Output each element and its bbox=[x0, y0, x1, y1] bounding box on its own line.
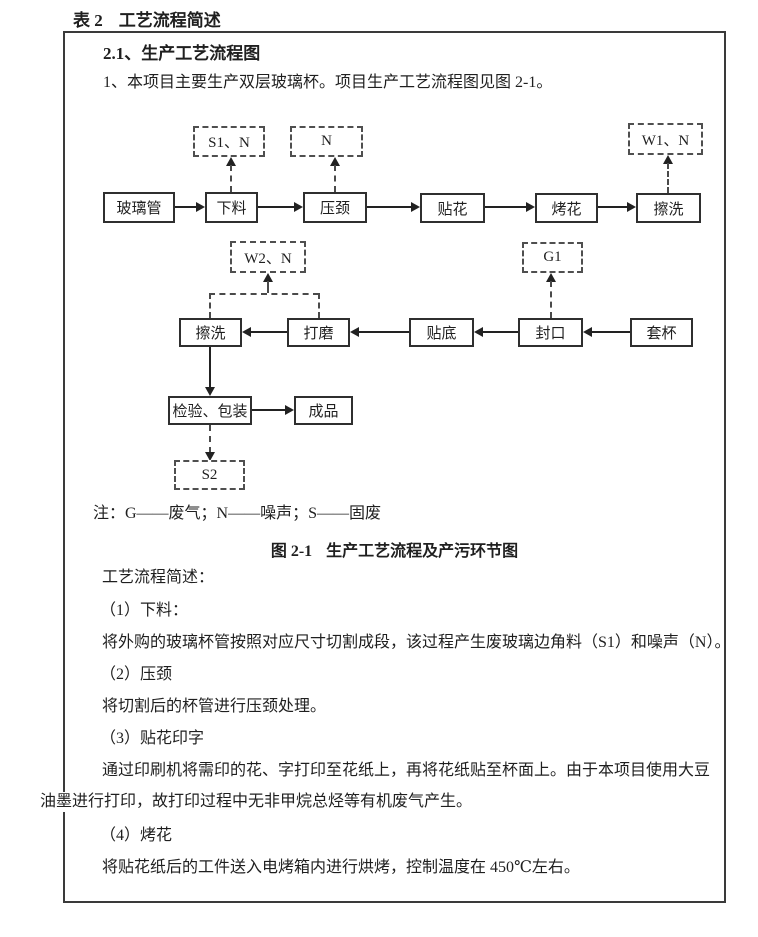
dashed-line bbox=[209, 293, 211, 318]
figure-caption-title: 生产工艺流程及产污环节图 bbox=[326, 543, 519, 560]
arrow-right-icon bbox=[285, 405, 294, 415]
flow-line bbox=[485, 206, 528, 208]
dashed-arrow-up-icon bbox=[546, 273, 556, 282]
flow-output-w2n: W2、N bbox=[230, 241, 306, 273]
flow-output-s1n: S1、N bbox=[193, 126, 265, 157]
flow-line bbox=[483, 331, 518, 333]
arrow-left-icon bbox=[474, 327, 483, 337]
flow-line bbox=[252, 409, 287, 411]
flow-node-cutting: 下料 bbox=[205, 192, 258, 223]
flow-node-wiping-2: 擦洗 bbox=[179, 318, 242, 347]
flow-node-finished-product: 成品 bbox=[294, 396, 353, 425]
dashed-line bbox=[209, 293, 319, 295]
table-frame bbox=[63, 31, 726, 903]
dashed-line bbox=[230, 165, 232, 192]
flow-line bbox=[359, 331, 409, 333]
body-line: 将切割后的杯管进行压颈处理。 bbox=[102, 698, 327, 715]
body-line: 工艺流程简述： bbox=[102, 569, 215, 586]
flow-node-sealing: 封口 bbox=[518, 318, 583, 347]
doc-title: 表 2 工艺流程简述 bbox=[73, 6, 221, 31]
arrow-right-icon bbox=[627, 202, 636, 212]
flow-output-g1: G1 bbox=[522, 242, 583, 273]
flow-line bbox=[592, 331, 630, 333]
flow-node-polishing: 打磨 bbox=[287, 318, 350, 347]
body-line: （1）下料： bbox=[100, 602, 189, 619]
arrow-right-icon bbox=[526, 202, 535, 212]
intro-paragraph: 1、本项目主要生产双层玻璃杯。项目生产工艺流程图见图 2-1。 bbox=[103, 74, 553, 91]
flow-node-bottoming: 贴底 bbox=[409, 318, 474, 347]
dashed-line bbox=[209, 425, 211, 453]
dashed-arrow-up-icon bbox=[330, 157, 340, 166]
figure-caption: 图 2-1 生产工艺流程及产污环节图 bbox=[63, 537, 726, 561]
dashed-line bbox=[318, 293, 320, 318]
arrow-right-icon bbox=[411, 202, 420, 212]
arrow-left-icon bbox=[583, 327, 592, 337]
flow-node-wiping-1: 擦洗 bbox=[636, 193, 701, 223]
dashed-arrow-up-icon bbox=[226, 157, 236, 166]
body-line: 通过印刷机将需印的花、字打印至花纸上，再将花纸贴至杯面上。由于本项目使用大豆 bbox=[102, 762, 711, 779]
flow-node-glass-tube: 玻璃管 bbox=[103, 192, 175, 223]
dashed-arrow-down-icon bbox=[205, 452, 215, 461]
arrow-down-icon bbox=[205, 387, 215, 396]
dashed-line bbox=[550, 281, 552, 318]
flow-output-w1n: W1、N bbox=[628, 123, 703, 155]
figure-caption-label: 图 2-1 bbox=[270, 543, 313, 560]
flow-node-neck-pressing: 压颈 bbox=[303, 192, 367, 223]
flow-line bbox=[209, 347, 211, 388]
arrow-right-icon bbox=[294, 202, 303, 212]
flow-output-s2: S2 bbox=[174, 460, 245, 490]
dashed-line bbox=[334, 165, 336, 192]
flow-legend-note: 注：G——废气；N——噪声；S——固废 bbox=[93, 505, 382, 522]
body-line-overflow: 油墨进行打印，故打印过程中无非甲烷总烃等有机废气产生。 bbox=[40, 792, 473, 812]
flow-line bbox=[258, 206, 296, 208]
doc-title-label: 表 2 bbox=[73, 11, 103, 30]
body-line: 将贴花纸后的工件送入电烤箱内进行烘烤，控制温度在 450℃左右。 bbox=[102, 859, 580, 876]
section-heading: 2.1、生产工艺流程图 bbox=[103, 44, 261, 63]
flow-node-cup-nesting: 套杯 bbox=[630, 318, 693, 347]
flow-output-n: N bbox=[290, 126, 363, 157]
dashed-arrow-up-icon bbox=[663, 155, 673, 164]
body-line: （2）压颈 bbox=[100, 666, 173, 683]
flow-node-baking: 烤花 bbox=[535, 193, 598, 223]
flow-line bbox=[251, 331, 287, 333]
dashed-arrow-up-icon bbox=[263, 273, 273, 282]
dashed-line bbox=[267, 281, 269, 293]
dashed-line bbox=[667, 163, 669, 193]
body-line: 将外购的玻璃杯管按照对应尺寸切割成段，该过程产生废玻璃边角料（S1）和噪声（N）… bbox=[102, 634, 731, 651]
body-line: （4）烤花 bbox=[100, 827, 173, 844]
doc-title-text: 工艺流程简述 bbox=[118, 11, 221, 30]
flow-node-inspection-packing: 检验、包装 bbox=[168, 396, 252, 425]
flow-line bbox=[367, 206, 413, 208]
arrow-left-icon bbox=[242, 327, 251, 337]
flow-node-decal: 贴花 bbox=[420, 193, 485, 223]
flow-line bbox=[598, 206, 629, 208]
arrow-right-icon bbox=[196, 202, 205, 212]
arrow-left-icon bbox=[350, 327, 359, 337]
body-line: （3）贴花印字 bbox=[100, 730, 205, 747]
flow-line bbox=[175, 206, 197, 208]
